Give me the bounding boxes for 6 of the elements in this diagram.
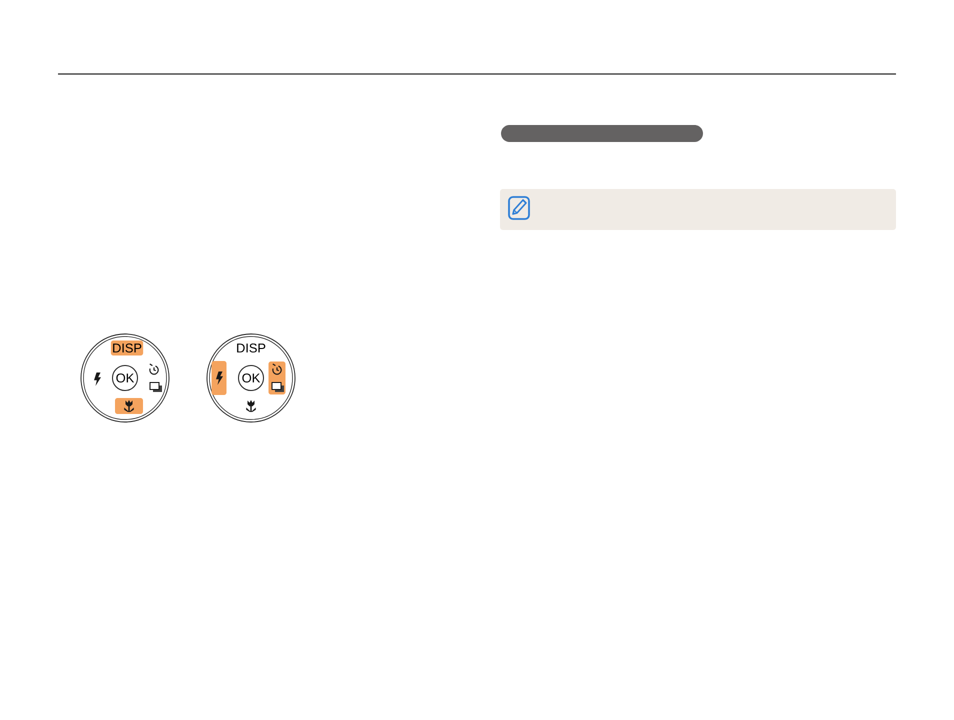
center-button: OK — [238, 365, 264, 391]
highlight-box — [212, 361, 226, 395]
center-button: OK — [112, 365, 138, 391]
heading-bar — [501, 125, 703, 142]
control-dial — [80, 334, 170, 422]
highlight-box: DISP — [110, 340, 144, 356]
